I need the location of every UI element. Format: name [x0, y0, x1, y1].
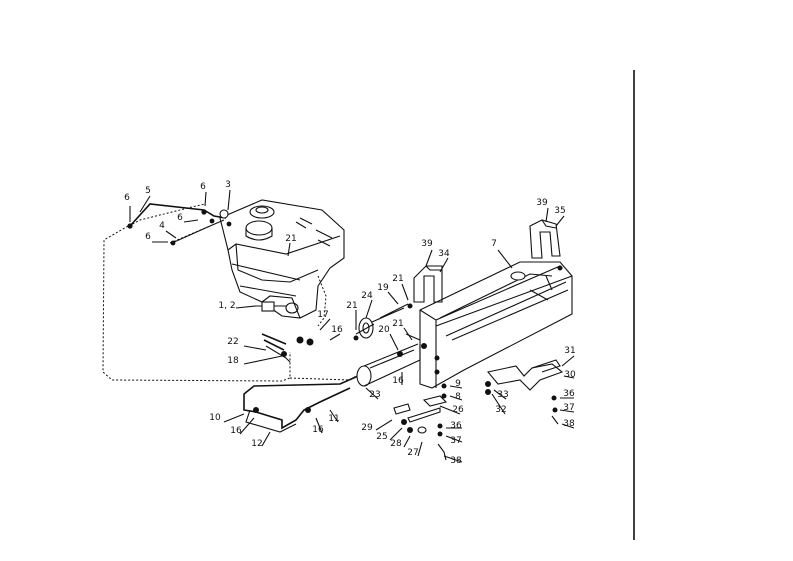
callout-number: 33	[497, 390, 508, 400]
callout-number: 16	[392, 376, 404, 386]
callout-number: 30	[564, 370, 576, 380]
callout-number: 36	[563, 389, 575, 399]
hardware-small-parts	[393, 383, 448, 461]
bracket-right	[529, 219, 561, 259]
shutoff-valve	[256, 301, 286, 312]
callout-number: 21	[346, 301, 357, 311]
callout-number: 39	[536, 198, 548, 208]
callout-number: 4	[159, 221, 165, 231]
callout-number: 32	[495, 405, 506, 415]
hose-clips	[261, 333, 314, 363]
callout-number: 17	[317, 310, 328, 320]
callout-number: 6	[200, 182, 206, 192]
callout-number: 11	[328, 414, 339, 424]
callout-number: 36	[450, 421, 462, 431]
callout-number: 25	[376, 432, 387, 442]
callout-number: 26	[452, 405, 464, 415]
fuel-tank	[219, 199, 345, 319]
frame-channel	[419, 261, 573, 389]
fuel-filter-assembly	[353, 303, 427, 387]
callout-number: 6	[145, 232, 151, 242]
callout-number: 8	[455, 392, 461, 402]
mount-plate	[485, 359, 564, 425]
fuel-line-dashed	[317, 275, 327, 327]
fuel-line	[243, 375, 359, 433]
callout-number: 7	[491, 239, 497, 249]
callout-number: 16	[331, 325, 343, 335]
callout-number: 21	[285, 234, 296, 244]
callout-number: 24	[361, 291, 373, 301]
callout-number: 3	[225, 180, 231, 190]
callout-number: 35	[554, 206, 565, 216]
callout-number: 27	[407, 448, 418, 458]
callout-number: 12	[251, 439, 262, 449]
callout-number: 21	[392, 274, 403, 284]
callout-number: 20	[378, 325, 390, 335]
callout-number: 37	[450, 436, 461, 446]
callout-number: 10	[209, 413, 221, 423]
leader-lines	[129, 189, 575, 463]
vent-hoses	[127, 203, 232, 246]
callout-number: 31	[564, 346, 575, 356]
bracket-left	[413, 265, 443, 303]
callout-number: 5	[145, 186, 151, 196]
callout-number: 9	[455, 379, 461, 389]
callout-number: 6	[124, 193, 130, 203]
callout-number: 1, 2	[218, 301, 235, 311]
callout-number: 6	[177, 213, 183, 223]
callout-number: 16	[230, 426, 242, 436]
callout-number: 38	[563, 419, 575, 429]
callout-number: 21	[392, 319, 403, 329]
callout-number: 28	[390, 439, 402, 449]
callout-number: 18	[227, 356, 239, 366]
callout-number: 29	[361, 423, 373, 433]
callout-number: 38	[450, 456, 462, 466]
callout-number: 16	[312, 425, 324, 435]
callout-number: 23	[369, 390, 380, 400]
callout-number: 37	[563, 403, 574, 413]
callout-number: 39	[421, 239, 433, 249]
callout-number: 34	[438, 249, 450, 259]
callout-number: 22	[227, 337, 238, 347]
callout-number: 19	[377, 283, 389, 293]
